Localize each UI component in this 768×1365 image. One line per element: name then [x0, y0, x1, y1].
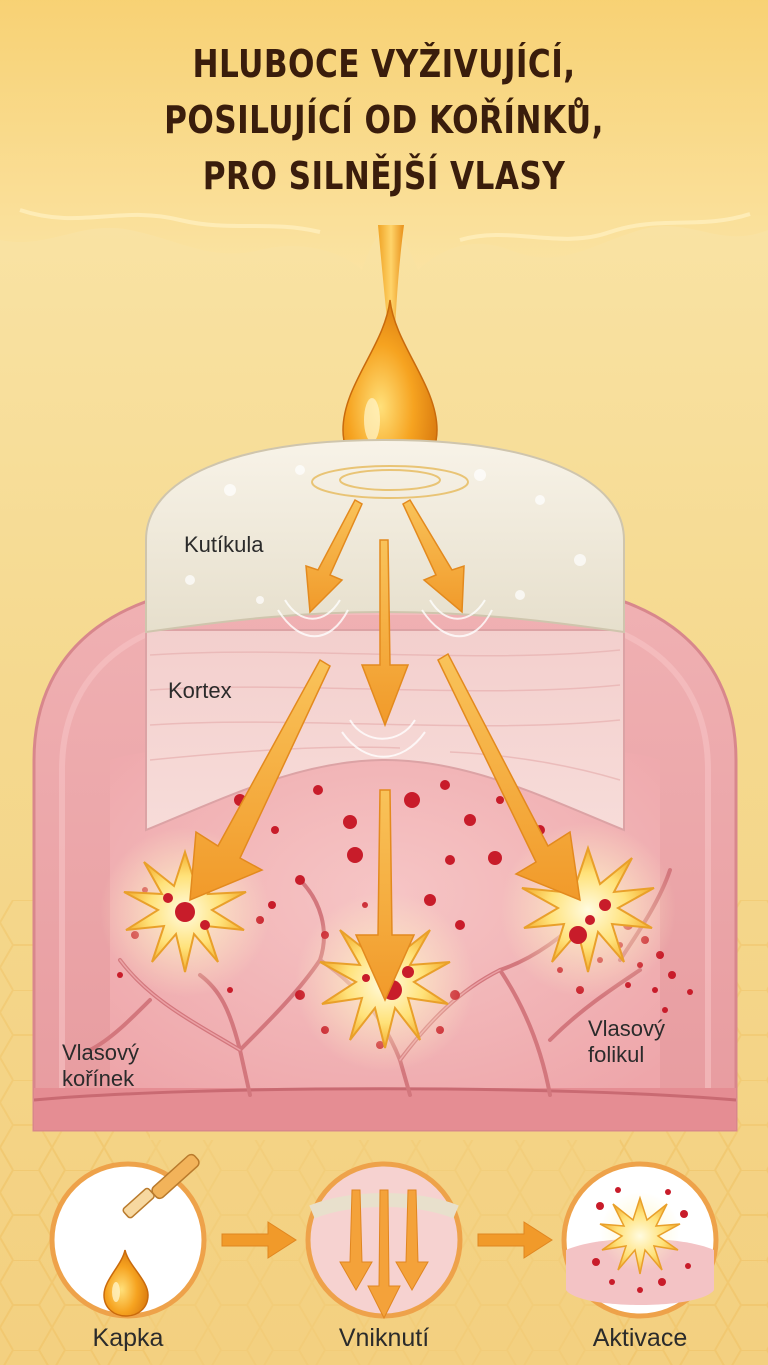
label-hair-root: Vlasový kořínek — [62, 1040, 139, 1092]
arrow-short-left — [305, 498, 363, 614]
arrow-long-center — [354, 789, 416, 1002]
dermis-base-band — [34, 1088, 736, 1130]
honey-highlight-right — [459, 212, 751, 242]
cuticle-texture — [185, 465, 586, 604]
label-hair-follicle-line2: folikul — [588, 1042, 645, 1067]
step-arrow-2 — [477, 1221, 553, 1259]
step-3-circle — [561, 1161, 719, 1319]
penetration-ripples — [277, 599, 493, 758]
penetration-arrows-icon — [339, 1189, 429, 1320]
label-hair-root-line2: kořínek — [62, 1066, 135, 1091]
step-label-penetration: Vniknutí — [338, 1324, 430, 1352]
label-hair-follicle: Vlasový folikul — [588, 1016, 665, 1068]
ripple-rings — [311, 465, 469, 499]
step-2-circle — [305, 1161, 463, 1320]
title-line-2: POSILUJÍCÍ OD KOŘÍNKŮ, — [164, 98, 604, 142]
burst-activation-icon — [592, 1187, 691, 1293]
honey-top-flow — [0, 0, 768, 270]
dropper-drop-icon — [103, 1153, 200, 1317]
honey-highlight — [19, 208, 321, 234]
oil-stream — [378, 225, 404, 355]
step-arrow-1 — [221, 1221, 297, 1259]
arrow-mid-center — [360, 539, 410, 728]
step-label-activation: Aktivace — [592, 1324, 688, 1352]
cuticle-layer — [145, 438, 625, 634]
title-line-3: PRO SILNĚJŠÍ VLASY — [202, 154, 566, 198]
step-1-circle — [49, 1153, 207, 1319]
label-hair-follicle-line1: Vlasový — [588, 1016, 666, 1041]
label-hair-root-line1: Vlasový — [62, 1040, 140, 1065]
arrow-short-right — [402, 498, 465, 614]
step-label-drop: Kapka — [92, 1324, 164, 1352]
title-line-1: HLUBOCE VYŽIVUJÍCÍ, — [192, 42, 576, 86]
dermis-base-line — [34, 1087, 736, 1102]
label-cuticle: Kutíkula — [184, 532, 264, 557]
penetration-arrows — [189, 498, 581, 1002]
arrow-long-right — [437, 652, 581, 902]
oil-drop-highlight — [364, 398, 380, 442]
arrow-long-left — [189, 658, 331, 902]
label-cortex: Kortex — [168, 678, 232, 703]
page-title: HLUBOCE VYŽIVUJÍCÍ, POSILUJÍCÍ OD KOŘÍNK… — [69, 36, 699, 204]
